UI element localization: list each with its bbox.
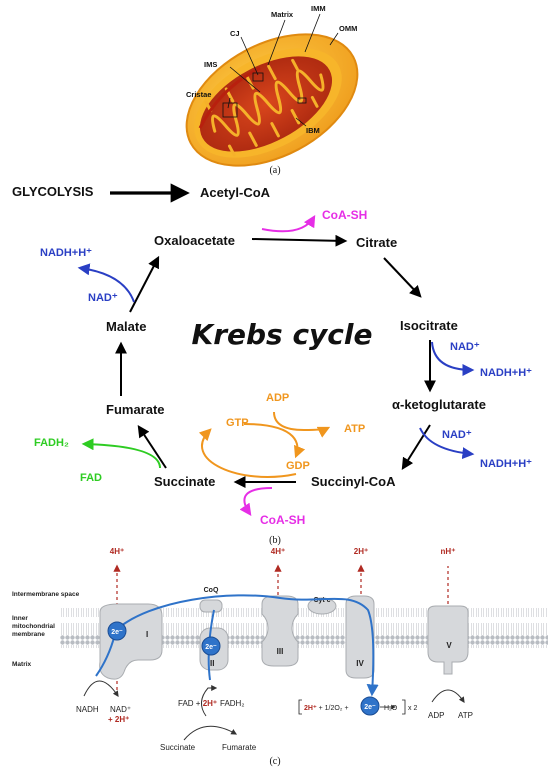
reaction-x2: x 2 [408,705,417,712]
reaction-adp: ADP [428,711,444,720]
metabolite-fumarate: Fumarate [106,402,165,417]
reaction-fumarate: Fumarate [222,743,257,752]
cofactor-fad: FAD [80,472,102,484]
arrow-fad-fadh2 [81,438,161,469]
complex-v-label: V [446,641,452,650]
arrow-oxaloacetate-citrate [251,234,348,247]
mitochondrion-illustration [185,33,359,167]
complex-iii-label: III [277,647,284,656]
complex-iii [261,595,299,667]
electron-label-1: 2e⁻ [111,629,123,636]
electron-carrier-1 [107,621,127,641]
oxygen-bracket [298,699,406,715]
metabolite-alpha-ketoglutarate: α-ketoglutarate [392,397,486,412]
metabolite-malate: Malate [106,319,146,334]
arrow-adp-atp [273,411,331,438]
complex-i [99,603,163,680]
electron-carrier-3 [360,696,380,716]
metabolite-acetyl-coa: Acetyl-CoA [200,185,271,200]
arrow-coa-sh-bottom [239,487,273,516]
panel-b: GLYCOLYSIS Acetyl-CoA Oxaloacetate Citra… [12,183,532,546]
cofactor-atp: ATP [344,423,365,435]
reaction-nadh: NADH [76,705,99,714]
complex-v [427,605,469,675]
arrow-nadh-malate [77,263,135,303]
cofactor-nad-2: NAD⁺ [450,341,480,353]
glycolysis-label: GLYCOLYSIS [12,184,94,199]
cytc-label: Cyt c [313,597,330,604]
reaction-nad-plus: NAD⁺ [110,705,131,714]
arrow-succinate-fumarate [137,424,167,469]
cofactor-nad-1: NAD⁺ [88,292,118,304]
complex-i-label: I [146,630,148,639]
proton-label-1: 4H⁺ [110,547,124,556]
label-omm: OMM [339,24,357,33]
complex-iv-label: IV [356,659,364,668]
panel-a: Matrix IMM OMM CJ IMS Cristae IBM (a) [185,4,359,176]
cofactor-gdp: GDP [286,460,310,472]
electron-label-2: 2e⁻ [205,644,217,651]
cofactor-adp: ADP [266,392,289,404]
cytc-carrier [307,597,337,615]
cofactor-coa-sh-top: CoA-SH [322,208,367,222]
electron-carrier-2 [201,636,221,656]
metabolite-isocitrate: Isocitrate [400,318,458,333]
label-ims: IMS [204,60,217,69]
cofactor-nadh-3: NADH+H⁺ [480,458,532,470]
callout-lines [222,13,339,127]
proton-label-3: 4H⁺ [271,547,285,556]
arrow-coa-sh-top [261,214,316,233]
arrow-nadh-akg [419,427,475,460]
reaction-succinate: Succinate [160,743,196,752]
label-matrix: Matrix [271,10,294,19]
cofactor-nad-3: NAD⁺ [442,429,472,441]
caption-a: (a) [269,165,280,176]
reaction-plus-2h: + 2H⁺ [108,715,129,724]
cofactor-gtp: GTP [226,417,249,429]
arrow-adp-atp-c [431,689,465,703]
label-ibm: IBM [306,126,320,135]
region-ims: Intermembrane space [12,591,80,598]
arrow-citrate-isocitrate [383,257,422,298]
arrow-nadh-isocitrate [431,341,475,376]
electron-label-3: 2e⁻ [364,704,376,711]
cycle-title: Krebs cycle [192,318,373,351]
metabolite-oxaloacetate: Oxaloacetate [154,233,235,248]
metabolite-succinate: Succinate [154,474,215,489]
label-imm: IMM [311,4,326,13]
arrow-nadh-reaction [83,680,119,697]
cofactor-nadh-2: NADH+H⁺ [480,367,532,379]
cofactor-nadh-1: NADH+H⁺ [40,247,92,259]
arrow-gtp-gdp [243,423,306,459]
arrow-gdp-gtp [198,428,297,478]
arrow-akg-succinylcoa [401,424,431,471]
reaction-atp: ATP [458,711,473,720]
panel-c: Intermembrane space Inner mitochondrial … [12,547,548,767]
reaction-oxygen: 2H⁺ + 1/2O₂ + [304,705,349,712]
arrow-fad-reaction [201,685,218,717]
coq-label: CoQ [204,587,219,594]
cofactor-coa-sh-bottom: CoA-SH [260,513,305,527]
label-cj: CJ [230,29,240,38]
coq-carrier [199,599,223,613]
reaction-h2o: H₂O [384,705,398,712]
region-matrix: Matrix [12,661,32,668]
reaction-fadh2: FADH₂ [220,699,244,708]
metabolite-citrate: Citrate [356,235,397,250]
region-imm: Inner mitochondrial membrane [12,615,57,638]
caption-b: (b) [269,535,281,546]
reaction-fad: FAD + 2H⁺ [178,699,217,708]
complex-ii-label: II [210,659,214,668]
arrow-succinate-fumarate-c [183,725,238,741]
proton-label-5: nH⁺ [441,547,456,556]
metabolite-succinyl-coa: Succinyl-CoA [311,474,396,489]
label-cristae: Cristae [186,90,211,99]
proton-label-4: 2H⁺ [354,547,368,556]
arrow-malate-oxaloacetate [129,255,160,313]
cofactor-fadh2: FADH₂ [34,437,69,449]
caption-c: (c) [269,756,280,767]
